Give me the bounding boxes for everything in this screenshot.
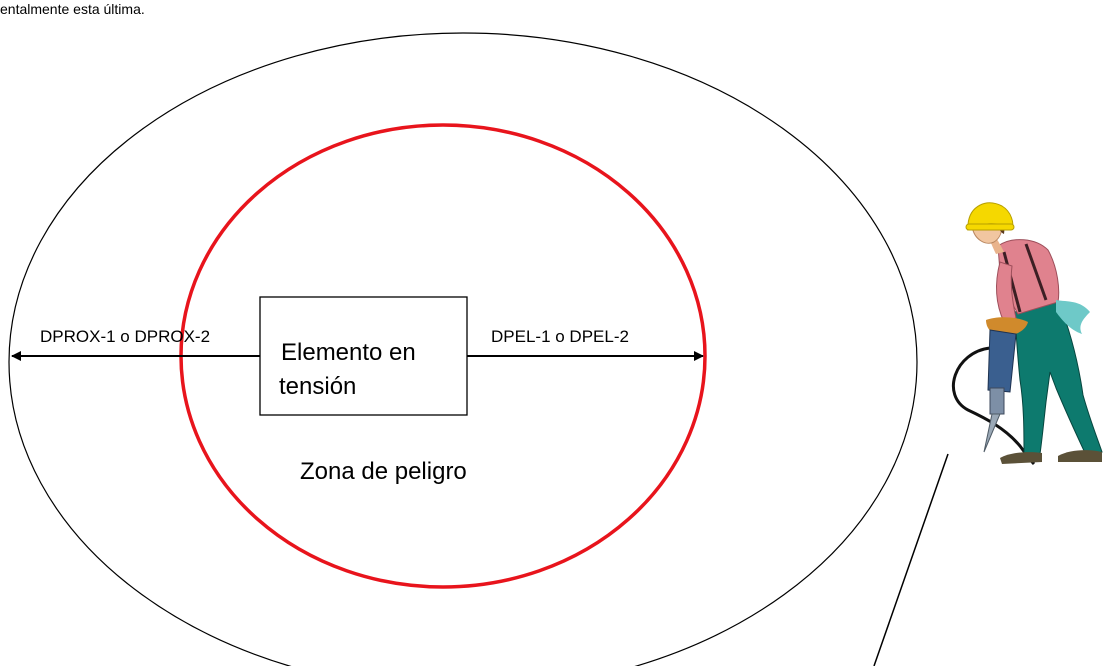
- danger-distance-label: DPEL-1 o DPEL-2: [491, 327, 629, 346]
- live-element-label-line2: tensión: [279, 373, 356, 400]
- worker-with-jackhammer-icon: [951, 202, 1103, 466]
- body-text-fragment: entalmente esta última.: [0, 1, 145, 17]
- proximity-distance-label: DPROX-1 o DPROX-2: [40, 327, 210, 346]
- proximity-zone-ellipse: [8, 32, 918, 666]
- danger-zone-label: Zona de peligro: [300, 458, 467, 485]
- pointer-line: [873, 453, 949, 666]
- live-element-label-line1: Elemento en: [281, 339, 416, 366]
- live-element-box: [259, 296, 468, 416]
